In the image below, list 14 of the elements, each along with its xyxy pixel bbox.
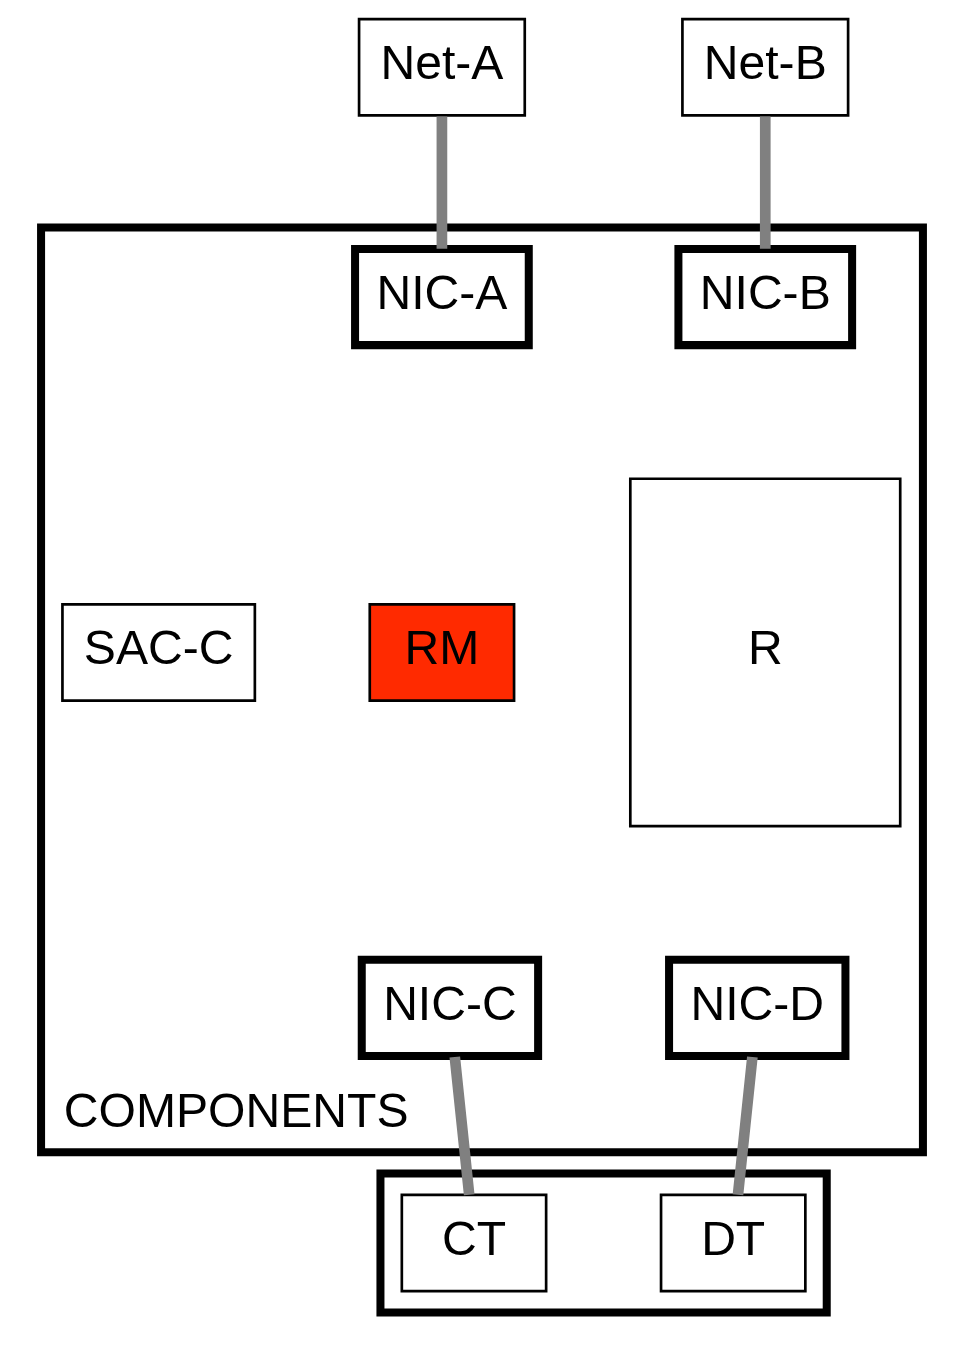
node-box: Net-A — [357, 17, 526, 117]
node-box: NIC-C — [357, 955, 542, 1060]
node-box: NIC-D — [664, 955, 849, 1060]
node-box: Net-B — [680, 17, 849, 117]
connector — [759, 116, 771, 249]
node-box: DT — [659, 1193, 807, 1293]
node-box: RM — [367, 603, 515, 702]
node-box: R — [628, 477, 902, 828]
connector — [436, 116, 447, 249]
node-box: CT — [400, 1193, 547, 1293]
node-box: NIC-B — [673, 244, 856, 350]
node-box: NIC-A — [350, 244, 533, 350]
cluster — [375, 1169, 831, 1317]
node-box: SAC-C — [60, 603, 256, 702]
